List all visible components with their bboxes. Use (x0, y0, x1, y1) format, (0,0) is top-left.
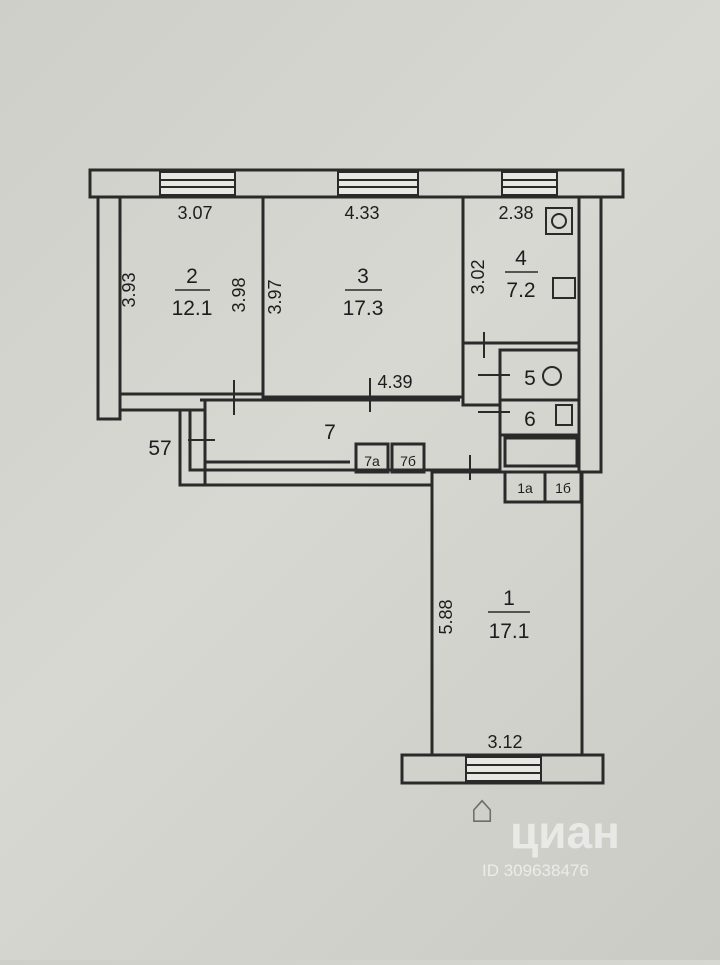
room-4-number: 4 (515, 247, 527, 270)
window-room-2 (159, 171, 236, 196)
left-outer-wall (96, 195, 122, 421)
room-4-depth-label: 3.02 (468, 259, 488, 294)
corridor-7-outline (118, 343, 502, 472)
room-3-width-label: 4.33 (344, 203, 379, 223)
room-2-area: 12.1 (172, 297, 213, 320)
room-2-width-label: 3.07 (177, 203, 212, 223)
room-1-number: 1 (503, 587, 515, 610)
room-3-area: 17.3 (343, 297, 384, 320)
room-4-outline (461, 195, 581, 345)
closet-1a-number: 1а (517, 480, 533, 496)
corridor-7-number: 7 (324, 421, 336, 444)
room-4-width-label: 2.38 (498, 203, 533, 223)
watermark-brand: циан (510, 806, 620, 858)
sink-icon (545, 207, 573, 235)
windows (159, 171, 558, 782)
room-3-bottom-width-label: 4.39 (377, 372, 412, 392)
closet-7b-number: 7б (400, 453, 416, 469)
washbasin-icon (555, 404, 573, 426)
room-5-outline (498, 348, 581, 402)
window-room-4 (501, 171, 558, 196)
room-2-depth-right-label: 3.98 (229, 277, 249, 312)
room-5-number: 5 (524, 367, 536, 390)
closet-1b-number: 1б (555, 480, 571, 496)
walls (88, 168, 625, 785)
sink-bowl-icon (551, 213, 567, 229)
room-1-bottom-width-label: 3.12 (487, 732, 522, 752)
room-4-area: 7.2 (506, 279, 535, 302)
room-3-depth-label: 3.97 (265, 279, 285, 314)
room-6-outline (498, 398, 581, 437)
right-outer-wall (577, 195, 603, 474)
watermark-id: ID 309638476 (482, 861, 589, 880)
room-3-number: 3 (357, 265, 369, 288)
room-1-depth-label: 5.88 (436, 599, 456, 634)
watermark: ⌂ циан ID 309638476 (470, 787, 620, 880)
closet-7b-outline (390, 442, 426, 474)
closet-7a-number: 7а (364, 453, 380, 469)
entrance-jamb (178, 408, 207, 487)
toilet-icon (542, 366, 562, 386)
window-room-3 (337, 171, 419, 196)
room-2-depth-left-label: 3.93 (119, 272, 139, 307)
room-1-area: 17.1 (489, 620, 530, 643)
closet-7a-outline (354, 442, 390, 474)
window-room-1 (465, 756, 542, 782)
bottom-outer-wall (400, 753, 605, 785)
cian-logo-icon: ⌂ (470, 787, 494, 831)
room-2-number: 2 (186, 265, 198, 288)
fixtures (188, 207, 576, 480)
entrance-label: 57 (148, 437, 171, 460)
stove-icon (552, 277, 576, 299)
bathtub-outline (503, 436, 579, 468)
room-6-number: 6 (524, 408, 536, 431)
